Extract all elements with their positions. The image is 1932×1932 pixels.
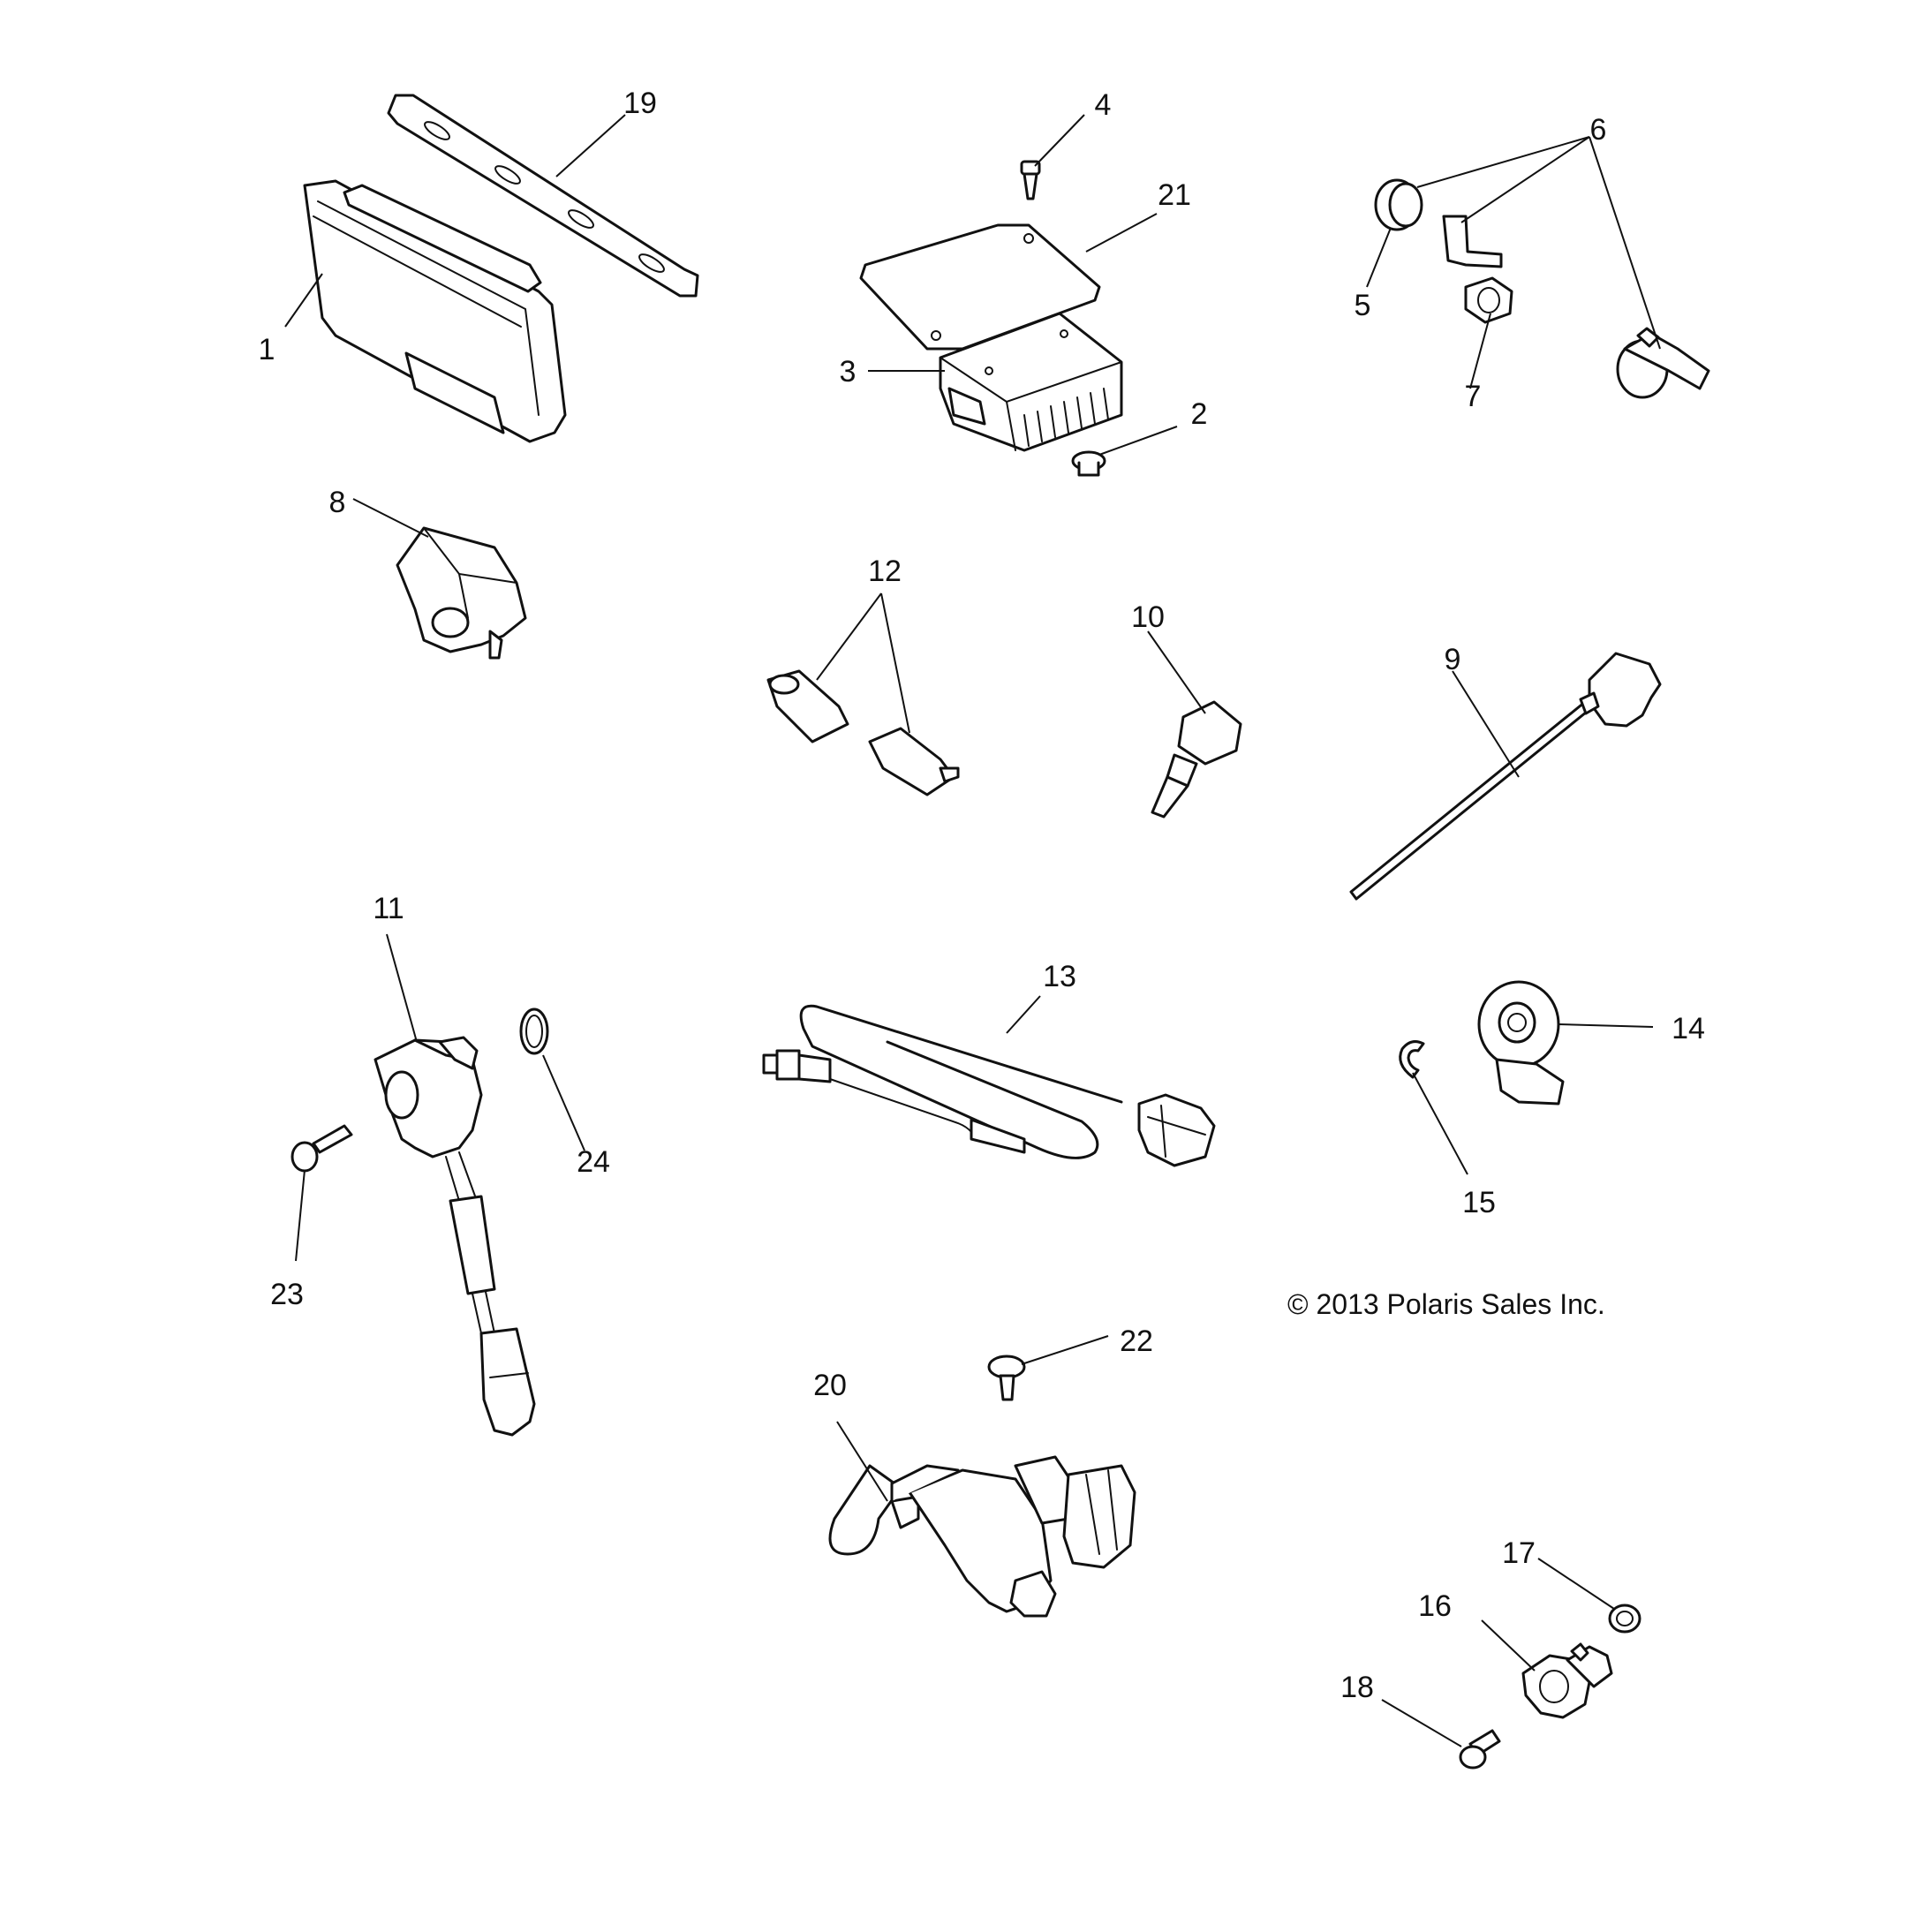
callout-11: 11 (373, 892, 404, 925)
callout-labels: 19 1 4 21 3 2 6 5 7 8 12 10 9 11 13 14 2… (259, 87, 1705, 1704)
callout-17: 17 (1502, 1536, 1536, 1570)
callout-14: 14 (1672, 1012, 1705, 1045)
part-16-cam-sensor (1521, 1642, 1613, 1719)
callout-22: 22 (1120, 1324, 1153, 1358)
part-13-wiring-harness (762, 1004, 1216, 1167)
part-15-clip-ring (1399, 1040, 1425, 1079)
callout-1: 1 (259, 333, 275, 366)
part-4-screw (1020, 160, 1041, 200)
part-20-purge-valve (828, 1455, 1136, 1618)
callout-2: 2 (1191, 397, 1208, 431)
callout-5: 5 (1355, 289, 1371, 322)
callout-4: 4 (1095, 88, 1112, 122)
callout-16: 16 (1418, 1589, 1452, 1623)
part-17-washer (1608, 1604, 1641, 1634)
part-24-o-ring (519, 1008, 549, 1055)
part-10-temperature-sensor (1151, 700, 1242, 819)
part-19-mounting-bracket (387, 94, 699, 298)
callout-6: 6 (1590, 113, 1607, 147)
callout-13: 13 (1043, 960, 1076, 993)
part-18-bolt (1459, 1729, 1501, 1770)
part-6-sensor (1616, 327, 1710, 399)
part-12-plugs (766, 669, 960, 796)
part-23-bolt (291, 1124, 353, 1173)
callout-23: 23 (270, 1278, 304, 1311)
part-2-grommet (1071, 450, 1106, 477)
part-6-retaining-clip (1442, 215, 1503, 268)
callout-15: 15 (1462, 1186, 1496, 1219)
callout-9: 9 (1445, 643, 1461, 676)
part-5-cap (1374, 178, 1423, 231)
copyright-notice: © 2013 Polaris Sales Inc. (1287, 1288, 1605, 1320)
callout-10: 10 (1131, 600, 1165, 634)
callout-3: 3 (840, 355, 857, 389)
part-1-ecu-module (303, 179, 567, 443)
callout-21: 21 (1158, 178, 1191, 212)
callout-19: 19 (623, 87, 657, 120)
callout-24: 24 (577, 1145, 610, 1179)
part-11-throttle-sensor (374, 1036, 536, 1437)
callout-20: 20 (813, 1369, 847, 1402)
callout-8: 8 (329, 486, 346, 519)
callout-12: 12 (868, 555, 902, 588)
part-14-knock-sensor (1477, 980, 1565, 1106)
part-3-control-module (939, 312, 1123, 452)
callout-18: 18 (1340, 1671, 1374, 1704)
part-7-nut (1464, 276, 1513, 324)
part-22-screw (987, 1355, 1026, 1401)
leader-lines (284, 114, 1661, 1747)
part-9-speed-sensor (1349, 652, 1662, 901)
part-8-map-sensor (396, 526, 527, 660)
callout-7: 7 (1465, 380, 1482, 413)
part-21-cover-plate (859, 223, 1101, 351)
